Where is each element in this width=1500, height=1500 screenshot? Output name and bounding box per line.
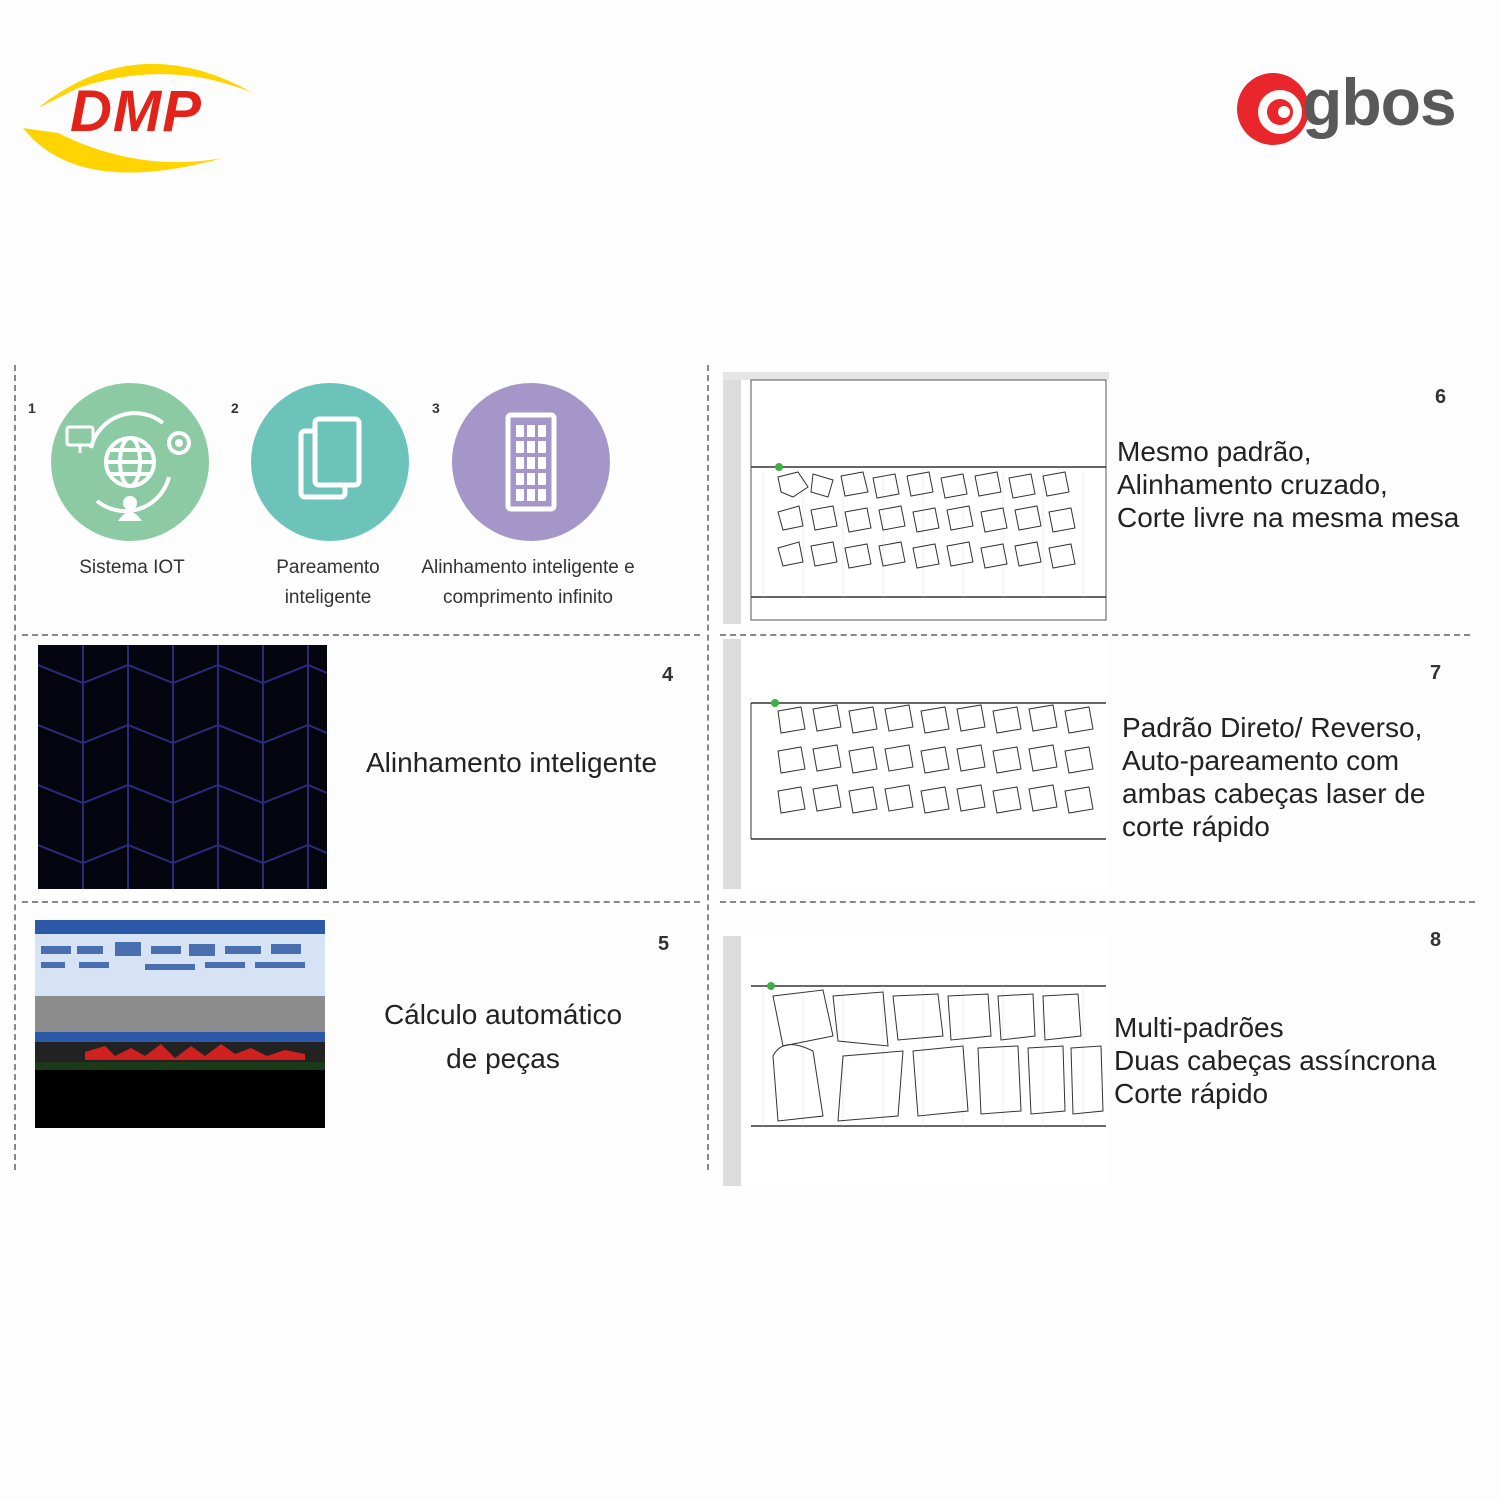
dmp-logo: DMP — [18, 48, 258, 178]
pages-icon — [251, 383, 409, 541]
feature-title-line1: Cálculo automático — [383, 999, 623, 1030]
feature-label: Pareamento inteligente — [276, 557, 380, 608]
software-screenshot — [35, 920, 325, 1128]
gbos-logo-text: gbos — [1302, 65, 1457, 139]
feature-line1: Padrão Direto/ Reverso, — [1122, 712, 1423, 743]
feature-line2: Alinhamento cruzado, — [1117, 469, 1388, 500]
feature-line1: Multi-padrões — [1114, 1012, 1284, 1043]
feature-number: 2 — [231, 400, 239, 416]
feature-title-line2: de peças — [446, 1043, 560, 1074]
divider-middle — [707, 365, 709, 1170]
feature-number: 4 — [662, 664, 674, 686]
divider-row2-left — [22, 901, 700, 903]
divider-left — [14, 365, 16, 1170]
feature-number: 1 — [28, 400, 36, 416]
iot-globe-icon — [51, 383, 209, 541]
feature-line3: Corte livre na mesma mesa — [1117, 502, 1460, 533]
feature-label: Alinhamento inteligente e comprimento in… — [421, 557, 635, 608]
feature-line1: Mesmo padrão, — [1117, 436, 1312, 467]
feature-number: 8 — [1430, 929, 1442, 951]
feature-number: 3 — [432, 400, 440, 416]
divider-row1-left — [22, 634, 700, 636]
stitched-leather-photo — [38, 645, 327, 889]
feature-number: 7 — [1430, 662, 1442, 684]
divider-row2-right — [720, 901, 1475, 903]
nesting-software-view — [723, 639, 1109, 889]
feature-line4: corte rápido — [1122, 811, 1270, 842]
feature-number: 5 — [658, 933, 670, 955]
gbos-logo: gbos — [1230, 62, 1470, 152]
feature-title: Alinhamento inteligente — [366, 747, 658, 778]
feature-label: Sistema IOT — [79, 557, 185, 578]
nesting-software-view — [723, 372, 1109, 624]
divider-row1-right — [720, 634, 1470, 636]
nesting-software-view — [723, 936, 1109, 1186]
feature-line2: Duas cabeças assíncrona — [1114, 1045, 1437, 1076]
feature-line2: Auto-pareamento com — [1122, 745, 1400, 776]
feature-number: 6 — [1435, 386, 1447, 408]
dmp-logo-text: DMP — [70, 79, 202, 144]
feature-line3: Corte rápido — [1114, 1078, 1269, 1109]
nesting-sheet-icon — [452, 383, 610, 541]
feature-line3: ambas cabeças laser de — [1122, 778, 1426, 809]
